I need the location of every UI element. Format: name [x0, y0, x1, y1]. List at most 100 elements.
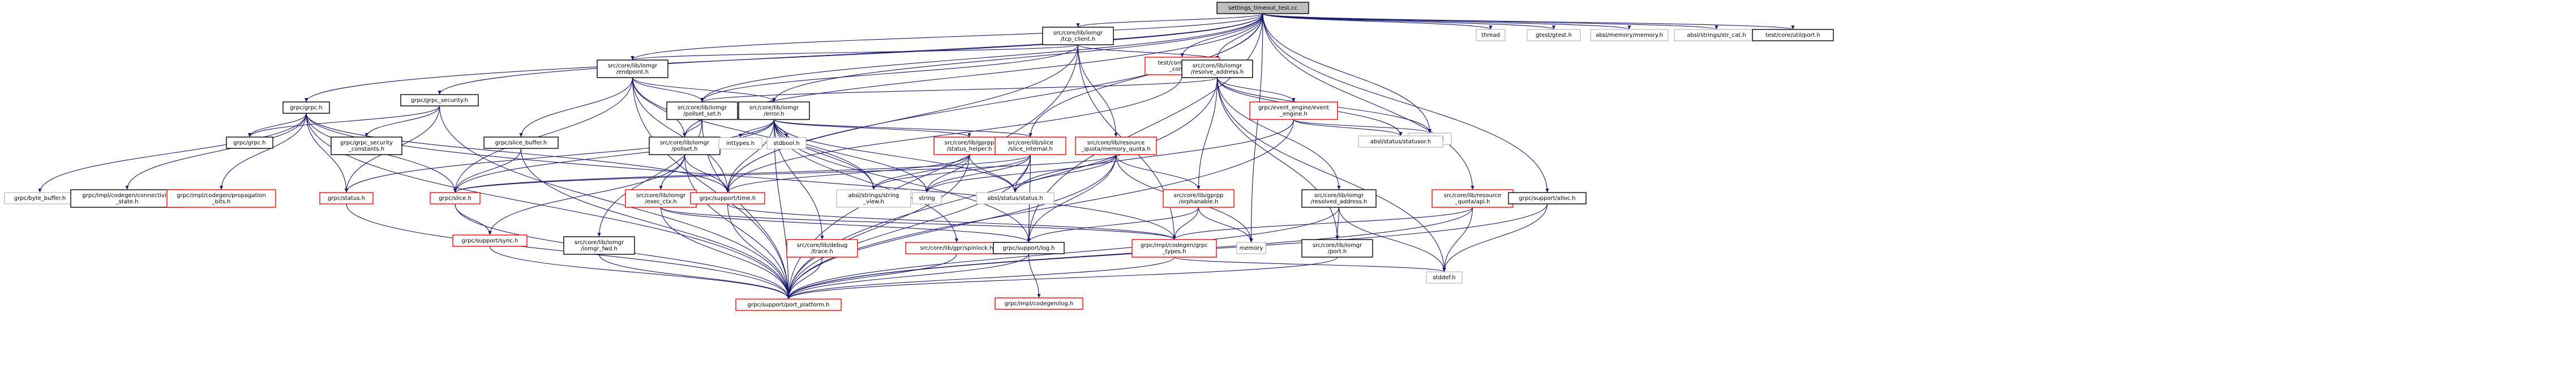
- edge-resource-quota-api-to-stddef: [1442, 207, 1473, 272]
- node-slice-internal[interactable]: src/core/lib/slice/slice_internal.h: [995, 136, 1066, 155]
- edge-memory-quota-to-string: [925, 154, 1117, 193]
- edge-root-to-endpoint: [631, 13, 1263, 61]
- node-grpc-grpc[interactable]: grpc/grpc.h: [226, 136, 273, 149]
- node-box: [1752, 29, 1834, 41]
- edge-root-to-alloc-h: [1262, 13, 1549, 193]
- node-iomgr-port[interactable]: src/core/lib/iomgr/port.h: [1301, 239, 1373, 258]
- edge-event-engine-to-port-platform: [786, 119, 1295, 300]
- node-stddef[interactable]: stddef.h: [1426, 271, 1463, 284]
- node-test-port[interactable]: test/core/util/port.h: [1752, 29, 1834, 41]
- node-memory-quota[interactable]: src/core/lib/resource_quota/memory_quota…: [1075, 136, 1157, 155]
- node-string-view[interactable]: absl/strings/string_view.h: [836, 189, 911, 208]
- node-tcp-client[interactable]: src/core/lib/iomgr/tcp_client.h: [1042, 27, 1114, 45]
- edge-grpc-security-to-grpc-grpc: [248, 105, 440, 138]
- edge-endpoint-to-support-time: [632, 77, 730, 193]
- edge-support-time-to-grpc-types: [727, 203, 1176, 240]
- edge-iomgr-port-to-port-platform: [787, 257, 1338, 300]
- edge-root-to-functional: [1262, 13, 1432, 134]
- edge-orphanable-to-grpc-types: [1172, 207, 1199, 240]
- node-label: grpc/impl/codegen/propagation: [177, 193, 265, 199]
- edge-grpc-security-to-port-platform: [439, 105, 791, 300]
- edge-tcp-client-to-pollset-set: [700, 44, 1079, 103]
- node-error-h[interactable]: src/core/lib/iomgr/error.h: [738, 101, 810, 120]
- node-sync-h[interactable]: grpc/support/sync.h: [452, 234, 528, 247]
- edge-grpc-h-to-connectivity-state: [125, 113, 307, 190]
- edge-root-to-pollset-set: [700, 13, 1263, 103]
- node-grpc-status[interactable]: grpc/status.h: [319, 192, 374, 204]
- node-resource-quota-api[interactable]: src/core/lib/resource_quota/api.h: [1431, 189, 1514, 208]
- node-slice-buffer[interactable]: grpc/slice_buffer.h: [483, 136, 559, 149]
- node-statusor[interactable]: absl/status/statusor.h: [1358, 135, 1443, 148]
- node-propagation-bits[interactable]: grpc/impl/codegen/propagation_bits.h: [166, 189, 276, 208]
- node-label: /pollset_set.h: [683, 111, 721, 117]
- node-label: absl/strings/str_cat.h: [1687, 32, 1746, 39]
- edge-error-h-to-status-helper: [773, 119, 971, 138]
- edge-endpoint-to-error-h: [632, 77, 776, 103]
- node-exec-ctx[interactable]: src/core/lib/iomgr/exec_ctx.h: [625, 189, 697, 208]
- node-label: stdbool.h: [773, 140, 799, 147]
- node-port-platform[interactable]: grpc/support/port_platform.h: [735, 298, 842, 311]
- node-stdbool[interactable]: stdbool.h: [766, 137, 807, 150]
- edge-pollset-to-sync-h: [488, 154, 685, 236]
- node-pollset-set[interactable]: src/core/lib/iomgr/pollset_set.h: [666, 101, 738, 120]
- node-label: src/core/lib/resource: [1087, 140, 1145, 146]
- node-grpc-types[interactable]: grpc/impl/codegen/grpc_types.h: [1131, 239, 1217, 258]
- node-box: [1527, 29, 1581, 41]
- node-alloc-h[interactable]: grpc/support/alloc.h: [1508, 192, 1587, 204]
- node-string[interactable]: string: [912, 192, 942, 204]
- node-support-time[interactable]: grpc/support/time.h: [690, 192, 765, 204]
- edge-root-to-grpc-h: [305, 13, 1263, 103]
- node-connectivity-state[interactable]: grpc/impl/codegen/connectivity_state.h: [70, 189, 184, 208]
- node-box: [1508, 192, 1587, 204]
- node-byte-buffer[interactable]: grpc/byte_buffer.h: [4, 192, 76, 204]
- node-label: src/core/lib/debug: [797, 242, 848, 249]
- edge-exec-ctx-to-grpc-types: [660, 207, 1176, 240]
- node-box: [226, 136, 273, 149]
- edge-debug-trace-to-port-platform: [786, 257, 823, 300]
- node-box: [995, 136, 1066, 155]
- node-grpc-slice[interactable]: grpc/slice.h: [430, 192, 481, 204]
- node-gtest[interactable]: gtest/gtest.h: [1527, 29, 1581, 41]
- node-grpc-sec-constants[interactable]: grpc/grpc_security_constants.h: [331, 136, 402, 155]
- node-thread[interactable]: thread: [1476, 29, 1506, 41]
- edge-root-to-grpc-security: [438, 13, 1263, 95]
- node-event-engine[interactable]: grpc/event_engine/event_engine.h: [1249, 101, 1338, 120]
- node-debug-trace[interactable]: src/core/lib/debug/trace.h: [786, 239, 858, 258]
- node-memory[interactable]: memory: [1236, 242, 1266, 254]
- node-root[interactable]: settings_timeout_test.cc: [1216, 2, 1309, 14]
- node-grpc-security[interactable]: grpc/grpc_security.h: [400, 94, 479, 106]
- edge-resolve-address-to-iomgr-port: [1216, 77, 1339, 240]
- node-box: [912, 192, 942, 204]
- node-inttypes[interactable]: inttypes.h: [718, 137, 762, 150]
- edge-slice-internal-to-string: [925, 154, 1031, 193]
- node-grpc-h[interactable]: grpc/grpc.h: [282, 101, 330, 114]
- node-gpr-spinlock[interactable]: src/core/lib/gpr/spinlock.h: [905, 242, 1008, 254]
- node-codegen-log[interactable]: grpc/impl/codegen/log.h: [995, 297, 1083, 310]
- node-label: _quota/api.h: [1455, 199, 1490, 205]
- node-label: src/core/lib/iomgr: [660, 140, 710, 146]
- node-box: [1131, 239, 1217, 258]
- node-box: [666, 101, 738, 120]
- edge-root-to-test-port: [1262, 13, 1795, 30]
- node-box: [1042, 27, 1114, 45]
- node-orphanable[interactable]: src/core/lib/gprpp/orphanable.h: [1163, 189, 1235, 208]
- edge-endpoint-to-pollset-set: [632, 77, 704, 103]
- edge-root-to-resolve-address: [1215, 13, 1263, 61]
- edge-support-log-to-port-platform: [786, 253, 1030, 300]
- node-absl-memory[interactable]: absl/memory/memory.h: [1590, 29, 1669, 41]
- node-resolve-address[interactable]: src/core/lib/iomgr/resolve_address.h: [1181, 59, 1253, 78]
- edge-error-h-to-port-platform: [773, 119, 791, 300]
- node-absl-strcat[interactable]: absl/strings/str_cat.h: [1674, 29, 1759, 41]
- node-support-log[interactable]: grpc/support/log.h: [993, 242, 1065, 254]
- node-label: src/core/lib/iomgr: [678, 105, 727, 111]
- edge-status-helper-to-absl-status: [968, 154, 1017, 193]
- node-iomgr-fwd[interactable]: src/core/lib/iomgr/iomgr_fwd.h: [563, 236, 635, 255]
- node-pollset[interactable]: src/core/lib/iomgr/pollset.h: [649, 136, 721, 155]
- node-endpoint[interactable]: src/core/lib/iomgr/endpoint.h: [597, 59, 668, 78]
- node-status-helper[interactable]: src/core/lib/gprpp/status_helper.h: [933, 136, 1005, 155]
- node-box: [430, 192, 481, 204]
- node-absl-status[interactable]: absl/status/status.h: [976, 192, 1055, 204]
- node-resolved-address[interactable]: src/core/lib/iomgr/resolved_address.h: [1301, 189, 1377, 208]
- node-box: [995, 297, 1083, 310]
